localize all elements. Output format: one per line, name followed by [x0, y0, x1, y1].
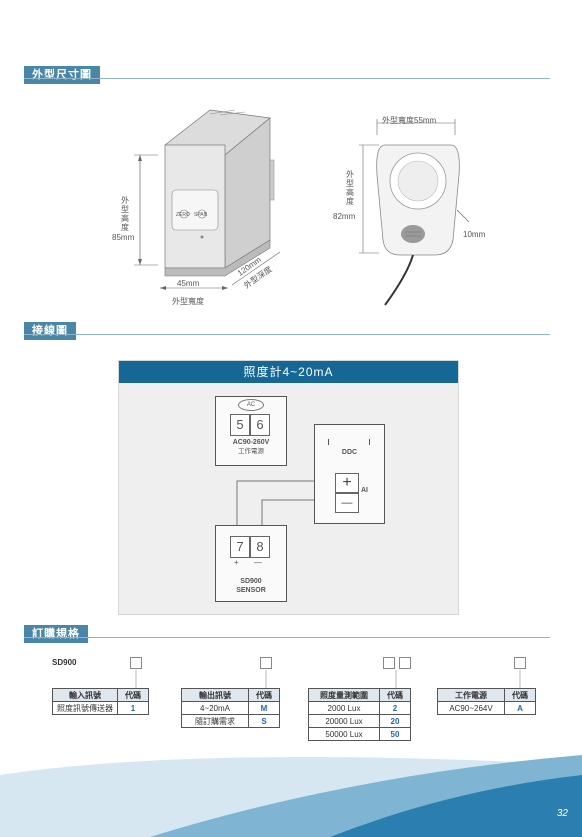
- terminal-6: 6: [250, 414, 270, 436]
- sensor-model: SD900: [240, 578, 262, 585]
- terminal-8: 8: [250, 536, 270, 558]
- table-cell: 照度訊號傳送器: [52, 701, 118, 715]
- height-label: 外型高度: [121, 196, 129, 232]
- width-label: 外型寬度: [172, 297, 204, 306]
- controller-illustration: [134, 109, 281, 290]
- table-cell: 4~20mA: [181, 701, 249, 715]
- height-value: 85mm: [112, 233, 135, 242]
- sensor-height-value: 82mm: [333, 212, 356, 221]
- code-slot-4: [514, 657, 526, 669]
- sensor-width-label: 外型寬度55mm: [382, 116, 437, 125]
- sensor-minus: —: [254, 558, 262, 567]
- sensor-illustration: [359, 119, 470, 306]
- ai-plus-terminal: +: [335, 473, 359, 493]
- table-cell: 2: [379, 701, 411, 715]
- span-label: SPAN: [194, 212, 208, 218]
- code-slot-3b: [399, 657, 411, 669]
- code-connectors: [135, 670, 521, 688]
- table-header-row: 輸入訊號代碼: [52, 688, 149, 702]
- terminal-7: 7: [230, 536, 250, 558]
- ai-label: AI: [361, 487, 368, 494]
- table-cell: 20: [379, 714, 411, 728]
- power-supply-box: AC 5 6 AC90-260V 工作電源: [215, 396, 287, 466]
- table-header: 工作電源: [437, 688, 505, 702]
- code-slot-1: [130, 657, 142, 669]
- wiring-title: 照度計4~20mA: [119, 361, 458, 383]
- power-name: 工作電源: [238, 448, 264, 455]
- ac-symbol: AC: [238, 399, 264, 411]
- sensor-name: SENSOR: [236, 587, 266, 594]
- wiring-diagram: 照度計4~20mA AC 5 6 AC90-260V 工作電源 DDC + — …: [118, 360, 459, 615]
- sensor-plus: +: [234, 558, 239, 567]
- code-slot-3a: [383, 657, 395, 669]
- table-header: 代碼: [504, 688, 536, 702]
- section-title-ordering: 訂購規格: [24, 625, 88, 643]
- wiring-lines: [236, 480, 336, 536]
- section-title-dimensions: 外型尺寸圖: [24, 66, 100, 84]
- table-cell: 隨訂購需求: [181, 714, 249, 728]
- table-cell: 50: [379, 727, 411, 741]
- table-header-row: 輸出訊號代碼: [181, 688, 280, 702]
- table-cell: 2000 Lux: [308, 701, 380, 715]
- section-divider: [24, 637, 550, 638]
- table-header: 代碼: [379, 688, 411, 702]
- table-cell: AC90~264V: [437, 701, 505, 715]
- width-value: 45mm: [177, 279, 200, 288]
- table-header: 照度量測範圍: [308, 688, 380, 702]
- table-cell: M: [248, 701, 280, 715]
- section-divider: [24, 78, 550, 79]
- table-header: 代碼: [117, 688, 149, 702]
- power-spec: AC90-260V: [232, 439, 270, 446]
- terminal-5: 5: [230, 414, 250, 436]
- ddc-label: DDC: [341, 449, 358, 456]
- table-header-row: 工作電源代碼: [437, 688, 536, 702]
- sensor-box: 7 8 + — SD900 SENSOR: [215, 525, 287, 602]
- model-code: SD900: [52, 658, 77, 667]
- page-number: 32: [556, 808, 568, 819]
- code-slot-2: [260, 657, 272, 669]
- ddc-box: DDC + — AI: [314, 424, 385, 524]
- table-header-row: 照度量測範圍代碼: [308, 688, 411, 702]
- sensor-height-label: 外型高度: [346, 170, 354, 206]
- table-header: 代碼: [248, 688, 280, 702]
- table-cell: 20000 Lux: [308, 714, 380, 728]
- sensor-depth-value: 10mm: [463, 230, 486, 239]
- ai-minus-terminal: —: [335, 493, 359, 513]
- table-cell: S: [248, 714, 280, 728]
- table-cell: 50000 Lux: [308, 727, 380, 741]
- section-divider: [24, 334, 550, 335]
- section-title-wiring: 接線圖: [24, 322, 76, 340]
- zero-label: ZERO: [176, 212, 190, 218]
- table-cell: 1: [117, 701, 149, 715]
- table-cell: A: [504, 701, 536, 715]
- footer-wave: [0, 755, 582, 837]
- table-header: 輸入訊號: [52, 688, 118, 702]
- table-header: 輸出訊號: [181, 688, 249, 702]
